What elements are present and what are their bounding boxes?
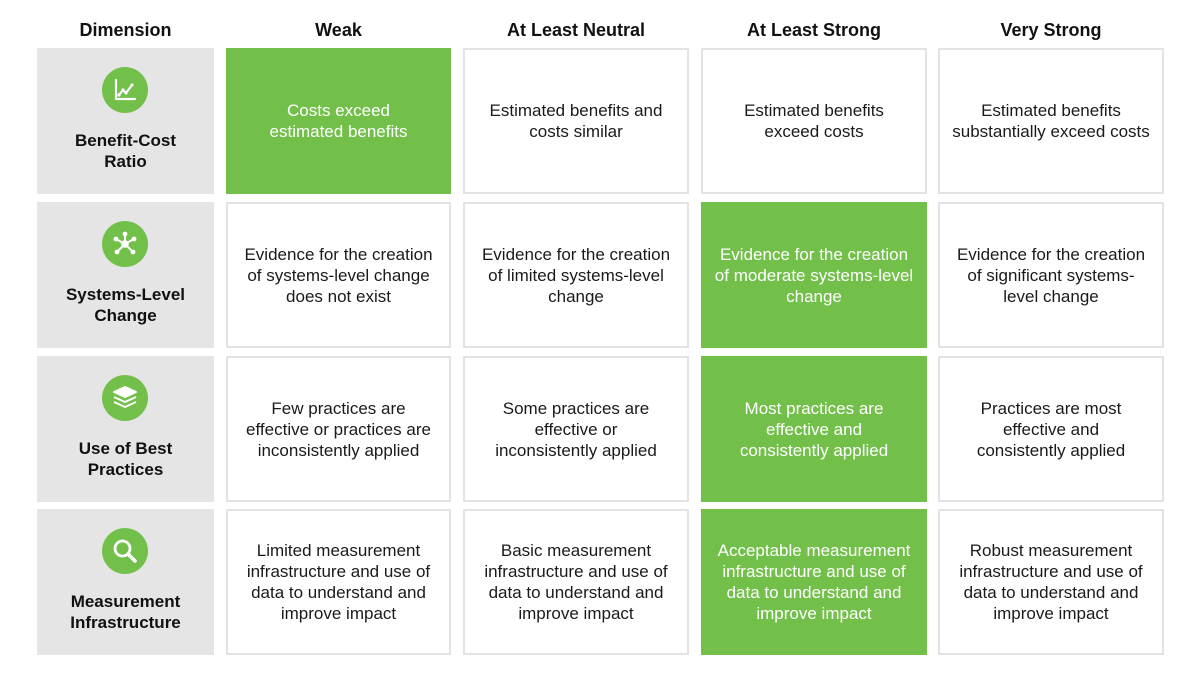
dimension-measurement-infrastructure: Measurement Infrastructure — [37, 509, 214, 655]
rating-text: Limited measurement infrastructure and u… — [246, 541, 431, 623]
rating-cell-at-least-neutral: Some practices are effective or inconsis… — [463, 356, 689, 502]
rating-text: Estimated benefits exceed costs — [744, 101, 884, 141]
rating-text: Some practices are effective or inconsis… — [495, 398, 657, 460]
rating-text: Estimated benefits and costs similar — [489, 101, 663, 141]
rating-text: Basic measurement infrastructure and use… — [484, 541, 668, 623]
dimension-systems-level-change: Systems-Level Change — [37, 202, 214, 348]
header-at-least-strong: At Least Strong — [746, 20, 881, 40]
rating-text: Acceptable measurement infrastructure an… — [717, 541, 911, 623]
header-dimension: Dimension — [79, 20, 172, 40]
line-chart-icon — [102, 67, 148, 113]
header-at-least-neutral: At Least Neutral — [506, 20, 646, 40]
rating-cell-at-least-neutral: Basic measurement infrastructure and use… — [463, 509, 689, 655]
rating-cell-very-strong: Practices are most effective and consist… — [938, 356, 1164, 502]
rating-text: Estimated benefits substantially exceed … — [952, 101, 1150, 141]
stacked-layers-icon — [102, 375, 148, 421]
dimension-benefit-cost-ratio: Benefit-Cost Ratio — [37, 48, 214, 194]
rating-cell-at-least-strong: Estimated benefits exceed costs — [701, 48, 927, 194]
dimension-label: Benefit-Cost Ratio — [74, 131, 177, 171]
magnifying-glass-icon — [102, 528, 148, 574]
rating-cell-weak: Few practices are effective or practices… — [226, 356, 451, 502]
rating-text: Robust measurement infrastructure and us… — [959, 541, 1143, 623]
rating-text: Most practices are effective and consist… — [739, 398, 889, 460]
dimension-use-of-best-practices: Use of Best Practices — [37, 356, 214, 502]
rating-cell-very-strong: Estimated benefits substantially exceed … — [938, 48, 1164, 194]
rating-cell-weak: Limited measurement infrastructure and u… — [226, 509, 451, 655]
rating-text: Costs exceed estimated benefits — [269, 101, 408, 141]
rating-cell-very-strong: Evidence for the creation of significant… — [938, 202, 1164, 348]
network-hub-icon — [102, 221, 148, 267]
dimension-label: Use of Best Practices — [78, 439, 173, 479]
rating-text: Evidence for the creation of limited sys… — [481, 244, 671, 306]
rating-text: Practices are most effective and consist… — [976, 398, 1126, 460]
rating-cell-at-least-neutral: Estimated benefits and costs similar — [463, 48, 689, 194]
dimension-label: Systems-Level Change — [65, 285, 186, 325]
rating-cell-at-least-strong: Evidence for the creation of moderate sy… — [701, 202, 927, 348]
rating-cell-weak: Evidence for the creation of systems-lev… — [226, 202, 451, 348]
rating-text: Evidence for the creation of systems-lev… — [244, 244, 433, 306]
header-weak: Weak — [315, 20, 362, 40]
rating-text: Evidence for the creation of moderate sy… — [714, 244, 914, 306]
dimension-label: Measurement Infrastructure — [70, 592, 181, 632]
rating-text: Few practices are effective or practices… — [246, 398, 431, 460]
header-very-strong: Very Strong — [1000, 20, 1102, 40]
rating-text: Evidence for the creation of significant… — [956, 244, 1146, 306]
rating-cell-at-least-strong: Acceptable measurement infrastructure an… — [701, 509, 927, 655]
rating-cell-weak: Costs exceed estimated benefits — [226, 48, 451, 194]
rating-cell-at-least-neutral: Evidence for the creation of limited sys… — [463, 202, 689, 348]
rating-cell-at-least-strong: Most practices are effective and consist… — [701, 356, 927, 502]
rating-cell-very-strong: Robust measurement infrastructure and us… — [938, 509, 1164, 655]
